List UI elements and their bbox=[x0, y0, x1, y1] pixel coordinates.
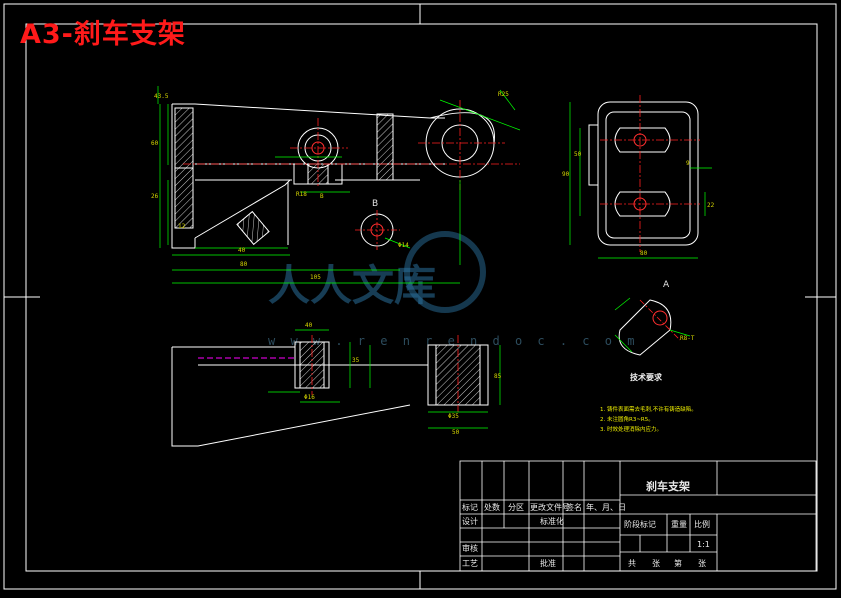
tb-header-mark: 标记 bbox=[462, 502, 478, 512]
dim-r8: R8-T bbox=[680, 335, 695, 342]
tb-process: 工艺 bbox=[462, 559, 478, 568]
tech-item-1: 1. 铸件表面需去毛刺,不许有铸造缺陷。 bbox=[600, 405, 697, 413]
front-view bbox=[171, 103, 495, 249]
view-a: A R8-T bbox=[614, 280, 695, 356]
section-b-label: B bbox=[372, 199, 378, 209]
side-view bbox=[588, 101, 699, 246]
front-centerlines bbox=[183, 100, 520, 190]
tb-design: 设计 bbox=[462, 516, 478, 526]
watermark-text: 人人文库 bbox=[268, 261, 436, 310]
dim-60: 60 bbox=[151, 140, 159, 147]
tb-approve: 批准 bbox=[540, 558, 556, 568]
tb-ratio: 比例 bbox=[694, 519, 710, 529]
front-dimension-lines bbox=[157, 86, 521, 284]
tb-sheets-unit1: 张 bbox=[652, 559, 660, 568]
dim-40: 40 bbox=[238, 247, 246, 254]
label-b: B bbox=[320, 193, 324, 200]
tb-review: 审核 bbox=[462, 543, 478, 553]
dim-80b: 80 bbox=[640, 250, 648, 257]
tb-scale: 1:1 bbox=[697, 540, 710, 549]
dim-50: 50 bbox=[574, 151, 582, 158]
side-dimension-texts: 90 50 80 9 22 bbox=[562, 151, 715, 257]
dim-phi35: Φ35 bbox=[448, 413, 459, 420]
dim-50b: 50 bbox=[452, 429, 460, 436]
dim-r18: R18 bbox=[296, 191, 307, 198]
tb-weight: 重量 bbox=[671, 519, 687, 529]
side-dimension-lines bbox=[569, 102, 712, 259]
tech-title: 技术要求 bbox=[630, 372, 663, 382]
tb-std: 标准化 bbox=[540, 516, 564, 526]
top-centerlines bbox=[311, 335, 459, 412]
dim-90: 90 bbox=[562, 171, 570, 178]
top-view bbox=[171, 341, 489, 447]
sheet-title: A3-刹车支架 bbox=[20, 19, 186, 50]
top-dimension-lines bbox=[268, 329, 501, 429]
tech-item-2: 2. 未注圆角R3~R5。 bbox=[600, 415, 654, 423]
section-b-detail: B Φ14 bbox=[355, 199, 411, 250]
tb-sheets-unit2: 张 bbox=[698, 559, 706, 568]
tb-header-sign: 签名 bbox=[566, 502, 582, 512]
tb-header-date: 年、月、日 bbox=[586, 502, 626, 512]
front-dimension-texts: 43.5 60 26 12 40 80 105 B R25 R18 bbox=[151, 91, 509, 281]
dim-r25: R25 bbox=[498, 91, 509, 98]
tb-sheets-total: 共 bbox=[628, 559, 636, 568]
dim-9: 9 bbox=[686, 160, 690, 167]
view-a-label: A bbox=[663, 280, 670, 290]
watermark: 人人文库 w w w . r e n r e n d o c . c o m bbox=[268, 231, 638, 348]
dim-35: 35 bbox=[352, 357, 360, 364]
sheet-frame bbox=[3, 3, 837, 590]
dim-12: 12 bbox=[178, 223, 186, 230]
dim-40b: 40 bbox=[305, 322, 313, 329]
top-dimension-texts: 40 Φ16 Φ35 50 35 85 bbox=[304, 322, 502, 436]
tech-requirements: 技术要求 1. 铸件表面需去毛刺,不许有铸造缺陷。 2. 未注圆角R3~R5。 … bbox=[600, 372, 697, 433]
drawing-name: 刹车支架 bbox=[646, 479, 690, 493]
dim-phi14: Φ14 bbox=[398, 242, 409, 249]
tb-header-count: 处数 bbox=[484, 502, 500, 512]
title-block-grid bbox=[459, 460, 817, 572]
dim-105: 105 bbox=[310, 274, 321, 281]
dim-phi16: Φ16 bbox=[304, 394, 315, 401]
tb-stage: 阶段标记 bbox=[624, 519, 656, 529]
side-centerlines bbox=[600, 95, 700, 252]
tb-header-zone: 分区 bbox=[508, 503, 524, 512]
dim-85: 85 bbox=[494, 373, 502, 380]
tech-item-3: 3. 时效处理消除内应力。 bbox=[600, 425, 662, 433]
tb-header-file: 更改文件号 bbox=[530, 502, 570, 512]
title-block-text: 刹车支架 标记 处数 分区 更改文件号 签名 年、月、日 设计 标准化 审核 工… bbox=[462, 479, 710, 568]
dim-43: 43.5 bbox=[154, 93, 169, 100]
tb-sheets-no: 第 bbox=[674, 558, 682, 568]
dim-80: 80 bbox=[240, 261, 248, 268]
watermark-url: w w w . r e n r e n d o c . c o m bbox=[268, 334, 638, 348]
dim-26: 26 bbox=[151, 193, 159, 200]
dim-22: 22 bbox=[707, 202, 715, 209]
